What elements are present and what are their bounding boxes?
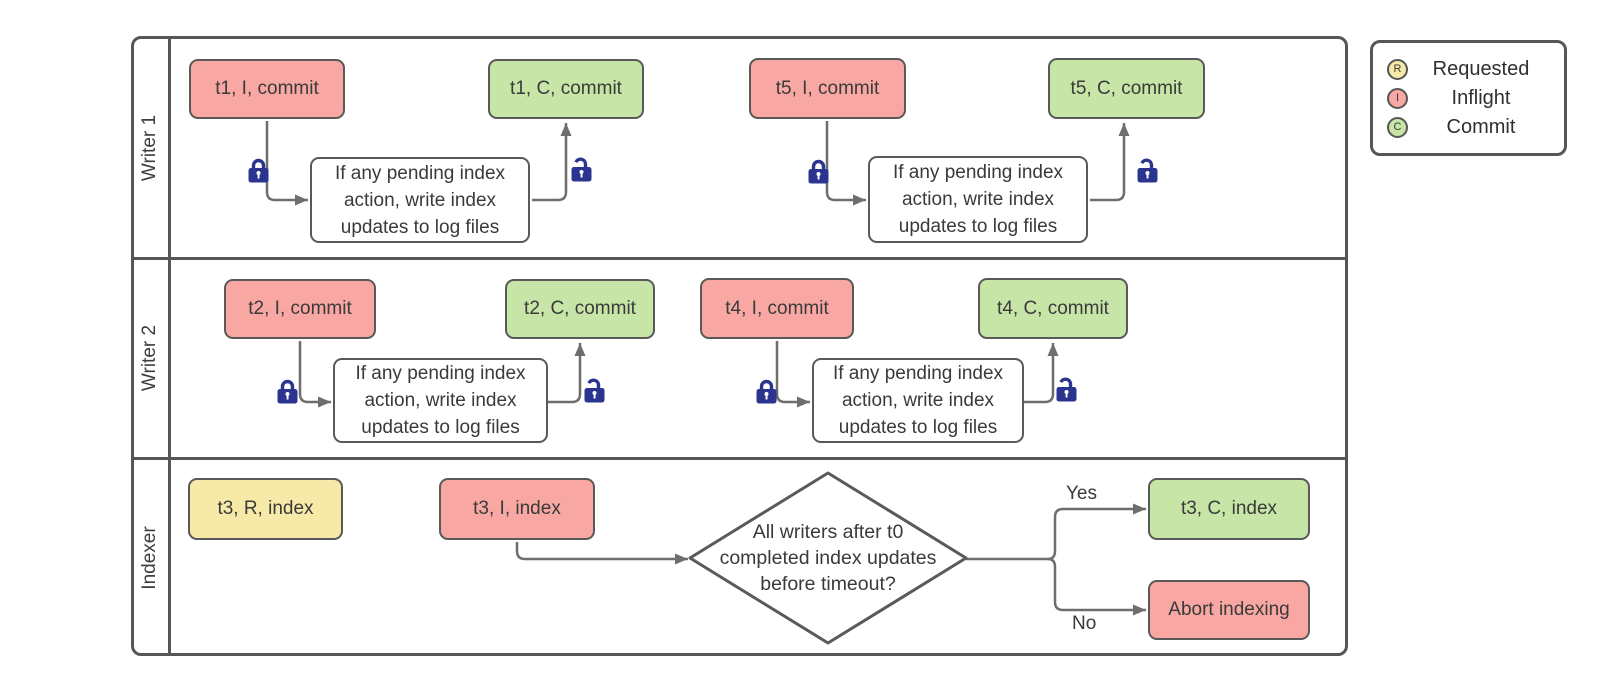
locked-icon	[277, 379, 298, 404]
node-t3-commit: t3, C, index	[1148, 478, 1310, 540]
node-t4-commit: t4, C, commit	[978, 278, 1128, 339]
unlocked-icon	[584, 378, 605, 403]
decision-line-3: before timeout?	[760, 573, 896, 595]
legend-item-inflight: I Inflight	[1387, 84, 1554, 113]
legend-label: Commit	[1446, 115, 1516, 138]
commit-state-icon: C	[1387, 116, 1408, 138]
legend-label: Requested	[1432, 57, 1530, 80]
node-t3-inflight: t3, I, index	[439, 478, 595, 540]
unlocked-icon	[1056, 377, 1077, 402]
node-t3-requested: t3, R, index	[188, 478, 343, 540]
node-t1-inflight: t1, I, commit	[189, 59, 345, 119]
lane-label-writer-2: Writer 2	[139, 324, 160, 392]
lane-divider-2	[131, 457, 1348, 460]
node-t2-commit: t2, C, commit	[505, 279, 655, 339]
decision-line-1: All writers after t0	[752, 521, 904, 543]
legend: R Requested I Inflight C Commit	[1370, 40, 1567, 156]
unlocked-icon	[571, 157, 592, 182]
locked-icon	[248, 158, 269, 183]
inflight-state-icon: I	[1387, 87, 1408, 109]
process-note-writer1-a: If any pending index action, write index…	[310, 157, 530, 243]
legend-item-requested: R Requested	[1387, 55, 1554, 84]
node-t5-inflight: t5, I, commit	[749, 58, 906, 119]
unlocked-icon	[1137, 158, 1158, 183]
no-label: No	[1072, 613, 1097, 634]
legend-item-commit: C Commit	[1387, 113, 1554, 142]
node-t1-commit: t1, C, commit	[488, 59, 644, 119]
requested-state-icon: R	[1387, 58, 1408, 80]
lane-label-writer-1: Writer 1	[139, 114, 160, 182]
legend-label: Inflight	[1451, 86, 1511, 109]
locked-icon	[756, 379, 777, 404]
decision-line-2: completed index updates	[719, 547, 937, 569]
decision-text: All writers after t0 completed index upd…	[703, 519, 953, 597]
process-note-writer1-b: If any pending index action, write index…	[868, 156, 1088, 243]
node-t2-inflight: t2, I, commit	[224, 279, 376, 339]
node-abort-indexing: Abort indexing	[1148, 580, 1310, 640]
node-t5-commit: t5, C, commit	[1048, 58, 1205, 119]
lane-divider-1	[131, 257, 1348, 260]
locked-icon	[808, 159, 829, 184]
yes-label: Yes	[1066, 483, 1097, 504]
process-note-writer2-b: If any pending index action, write index…	[812, 358, 1024, 443]
process-note-writer2-a: If any pending index action, write index…	[333, 358, 548, 443]
lane-label-divider	[168, 36, 171, 656]
lane-label-indexer: Indexer	[139, 526, 160, 590]
node-t4-inflight: t4, I, commit	[700, 278, 854, 339]
